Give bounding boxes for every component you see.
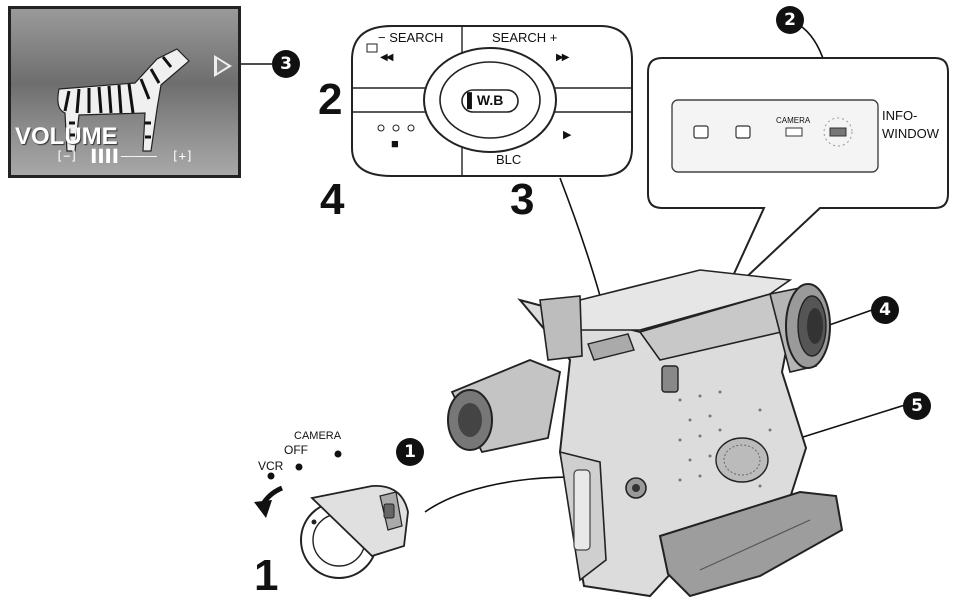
mode-dial [254, 450, 409, 579]
lcd-monitor-flap [559, 450, 607, 582]
side-panel-dots [678, 390, 772, 488]
control-panel [351, 25, 633, 177]
dial-vcr-label: VCR [258, 459, 284, 473]
search-plus-label: SEARCH + [492, 30, 558, 45]
info-window-callout [647, 57, 949, 301]
callout-badge-4: 4 [871, 296, 899, 324]
callout-badge-3: 3 [272, 50, 300, 78]
callout-badge-2: 2 [776, 6, 804, 34]
monitor-play-indicator [214, 55, 232, 77]
control-panel-location [587, 333, 635, 361]
camcorder-body [447, 269, 844, 598]
blc-button-label: BLC [496, 152, 522, 167]
lens-barrel [769, 283, 831, 373]
zebra-image [57, 48, 190, 152]
off-dot [295, 463, 303, 471]
rewind-button-symbol: ◀◀ [380, 52, 393, 63]
callout-badge-5: 5 [903, 392, 931, 420]
camera-lamp-label: CAMERA [776, 116, 811, 125]
step-number-1: 1 [254, 551, 279, 600]
step-number-2: 2 [318, 75, 343, 124]
hand-strap [658, 490, 844, 598]
camera-dot [334, 450, 342, 458]
fastforward-button-symbol: ▶▶ [556, 52, 569, 63]
camcorder-mode-knob [625, 477, 647, 499]
stop-button-symbol: ■ [391, 136, 399, 151]
vcr-dot [267, 472, 275, 480]
dial-camera-label: CAMERA [294, 430, 342, 442]
white-balance-button-label: ▌W.B [467, 92, 504, 108]
info-window-label-line2: WINDOW [882, 126, 940, 141]
volume-lever [661, 365, 679, 393]
dial-off-label: OFF [284, 443, 308, 457]
search-minus-label: − SEARCH [378, 30, 444, 45]
step-number-3: 3 [510, 175, 535, 224]
step-number-4: 4 [320, 175, 345, 224]
speaker-grille [715, 437, 769, 483]
play-button-symbol: ▶ [563, 129, 572, 141]
info-window-label-line1: INFO- [882, 108, 918, 123]
monitor-inset: VOLUME [−] ▌▌▌▌‒‒‒‒‒ [+] [8, 6, 241, 178]
volume-label: VOLUME [15, 123, 118, 150]
viewfinder [447, 359, 562, 454]
callout-badge-1: 1 [396, 438, 424, 466]
volume-scale: [−] ▌▌▌▌‒‒‒‒‒ [+] [55, 149, 194, 163]
